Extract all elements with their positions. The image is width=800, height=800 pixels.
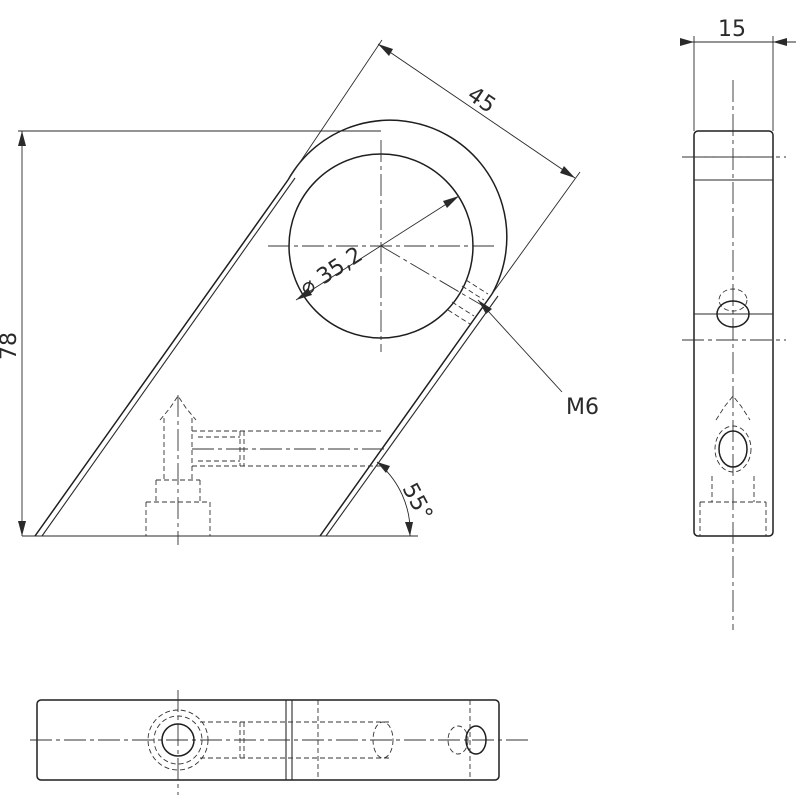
angle-dimension: 55° xyxy=(376,461,437,537)
side-hole-upper xyxy=(716,300,750,328)
thickness-dimension: 15 xyxy=(680,17,796,131)
bottom-view xyxy=(30,690,530,795)
bottom-hole-thread xyxy=(447,725,469,755)
m6-thread-hole: M6 xyxy=(380,245,599,420)
diameter-dimension: ⌀ 35,2 xyxy=(296,195,460,301)
mounting-screw-hole xyxy=(145,395,384,545)
front-view: ⌀ 35,2 M6 45 78 xyxy=(0,39,599,545)
height-dimension: 78 xyxy=(0,130,381,536)
diameter-label: ⌀ 35,2 xyxy=(296,242,368,301)
front-view-outline xyxy=(22,119,508,537)
side-view: 15 xyxy=(680,17,796,630)
angle-label: 55° xyxy=(397,479,437,525)
side-view-outline xyxy=(693,130,774,537)
height-label: 78 xyxy=(0,332,22,360)
side-hole-lower xyxy=(718,430,748,468)
thickness-label: 15 xyxy=(718,17,746,42)
thread-callout: M6 xyxy=(566,395,599,420)
bottom-hole-main xyxy=(161,723,195,757)
width-label: 45 xyxy=(463,82,500,118)
